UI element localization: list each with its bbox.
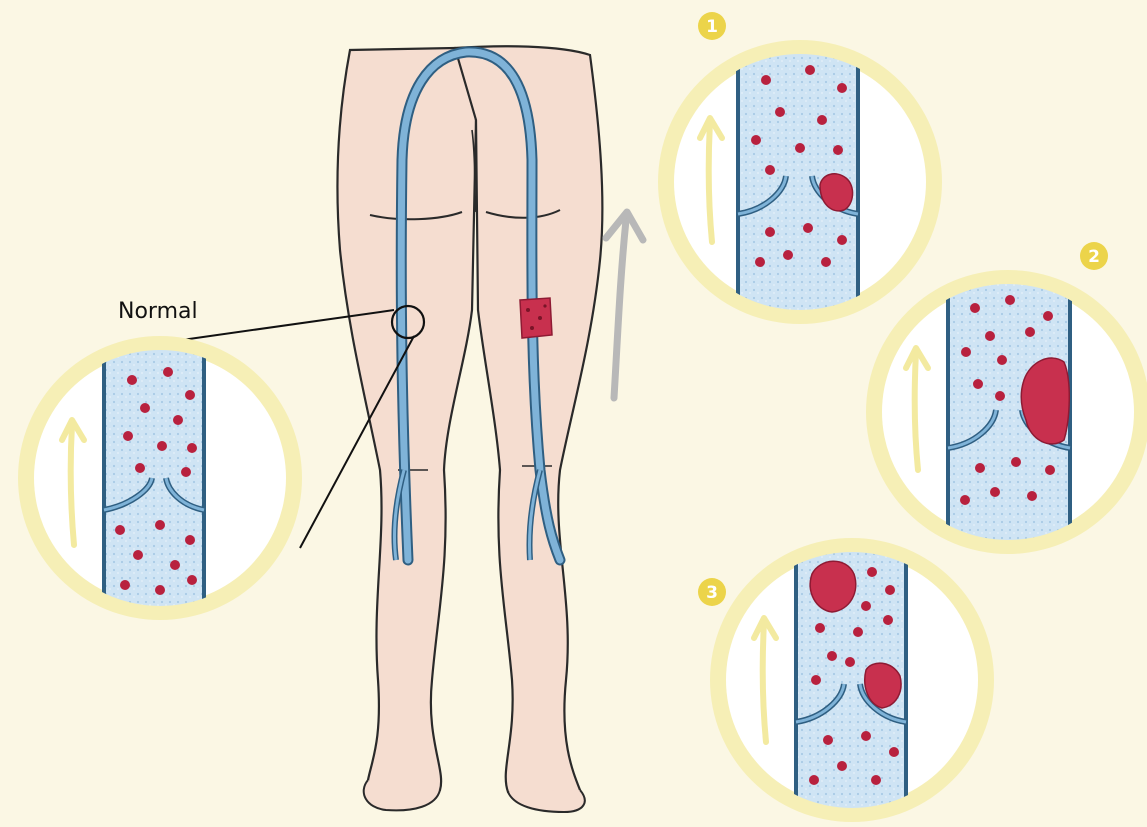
leg-clot	[520, 298, 552, 338]
magnified-view-normal	[18, 336, 302, 620]
legs-figure	[337, 46, 602, 812]
magnified-view-3: 3	[698, 538, 994, 827]
step-3-number: 3	[706, 583, 718, 603]
normal-label: Normal	[118, 299, 198, 324]
upward-flow-arrow	[606, 212, 643, 398]
step-2-number: 2	[1088, 247, 1100, 267]
magnified-view-1: 1	[658, 12, 942, 330]
clot-detached	[810, 561, 856, 612]
magnified-view-2: 2	[866, 242, 1147, 560]
right-foot	[508, 790, 585, 812]
step-1-number: 1	[706, 17, 718, 37]
